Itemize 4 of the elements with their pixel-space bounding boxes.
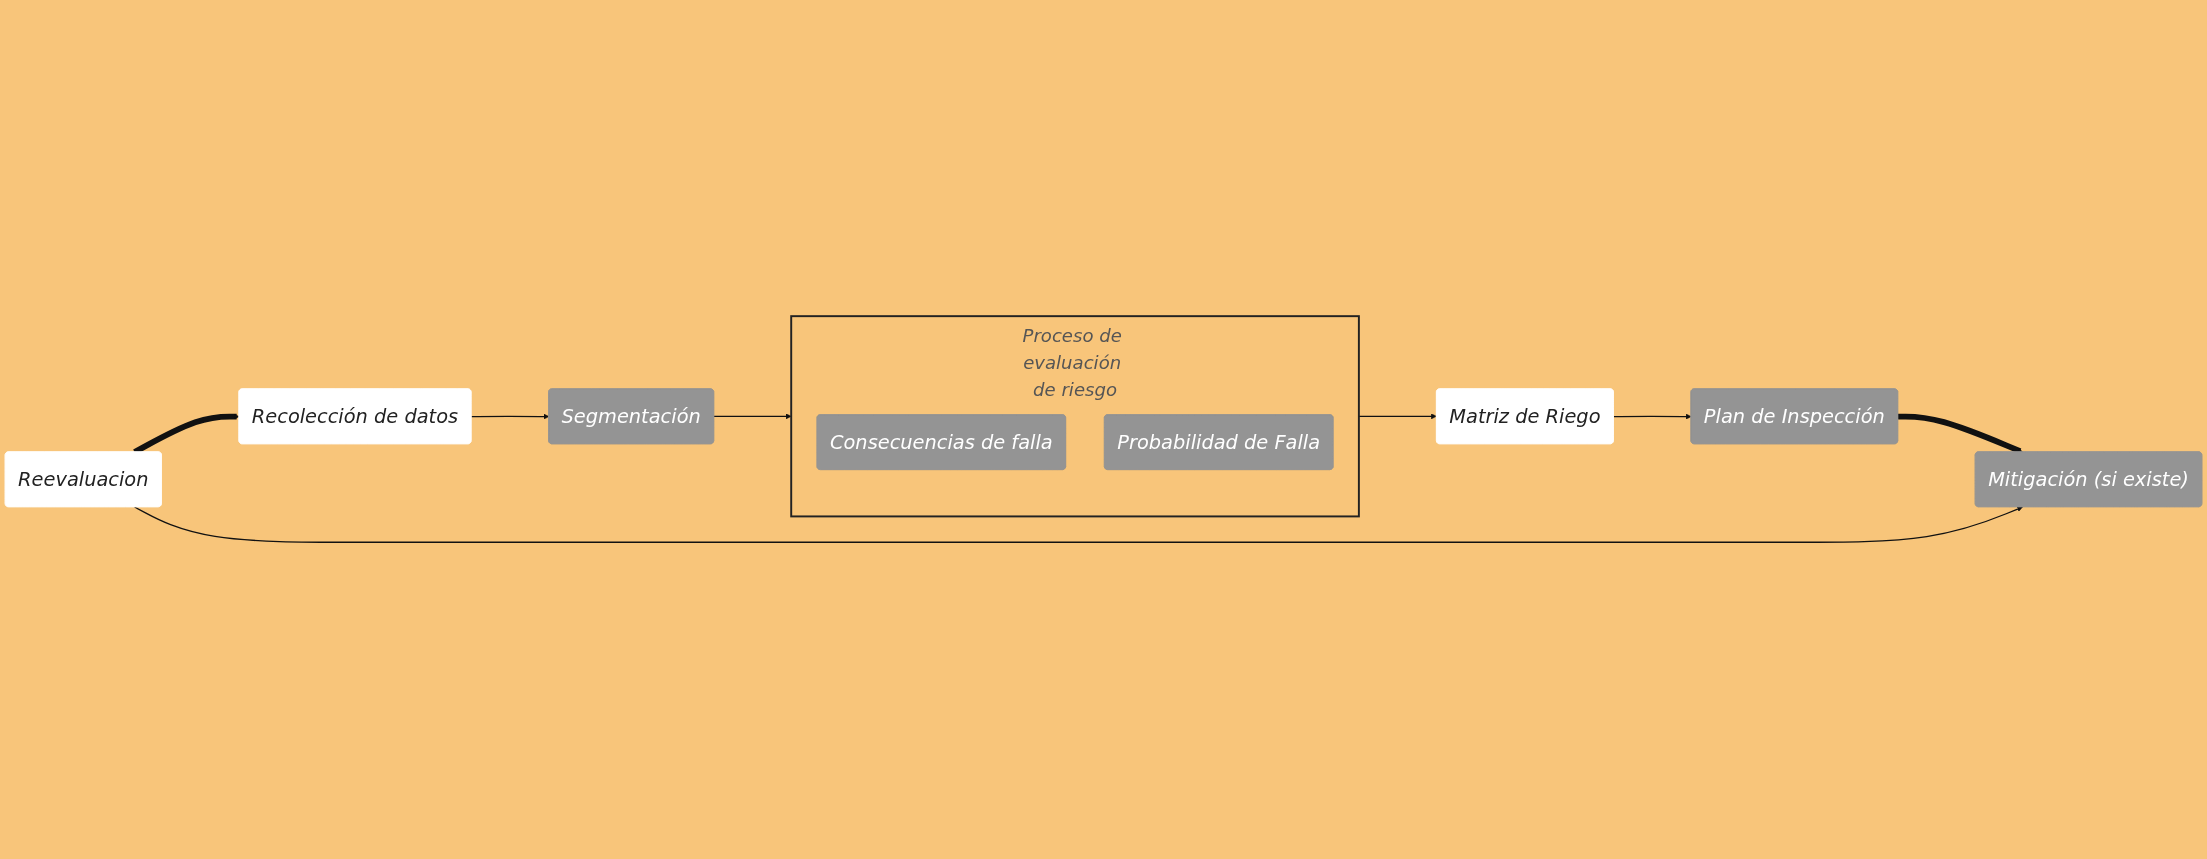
arrow: [713, 413, 792, 420]
arrow: [1358, 413, 1437, 420]
arrow: [1613, 414, 1692, 420]
arrow: [470, 414, 550, 420]
